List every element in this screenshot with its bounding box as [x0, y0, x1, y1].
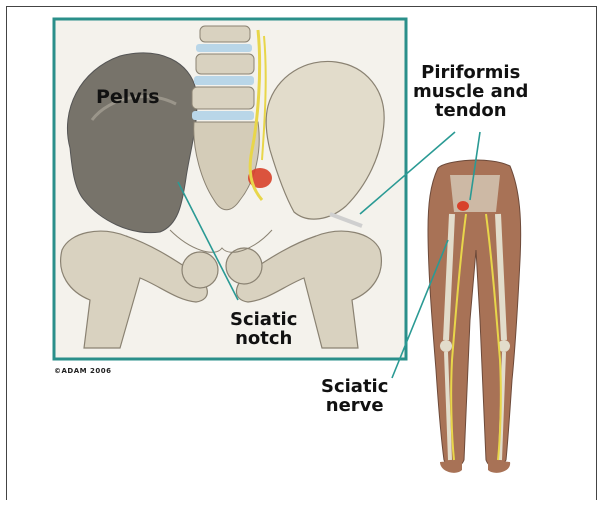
pelvis-label: Pelvis: [96, 88, 160, 108]
lumbar-spine: [192, 26, 254, 120]
sciatic-notch-label: Sciatic notch: [230, 311, 297, 349]
sciatic-nerve-label: Sciatic nerve: [321, 378, 388, 416]
copyright-text: ©ADAM 2006: [54, 368, 112, 375]
sciatic-nerve-label-line-2: nerve: [321, 397, 388, 416]
sciatic-notch-label-line-2: notch: [230, 330, 297, 349]
piriformis-label: Piriformis muscle and tendon: [413, 64, 528, 121]
piriformis-label-line-3: tendon: [413, 102, 528, 121]
body-figure: [428, 160, 521, 473]
piriformis-label-line-2: muscle and: [413, 83, 528, 102]
